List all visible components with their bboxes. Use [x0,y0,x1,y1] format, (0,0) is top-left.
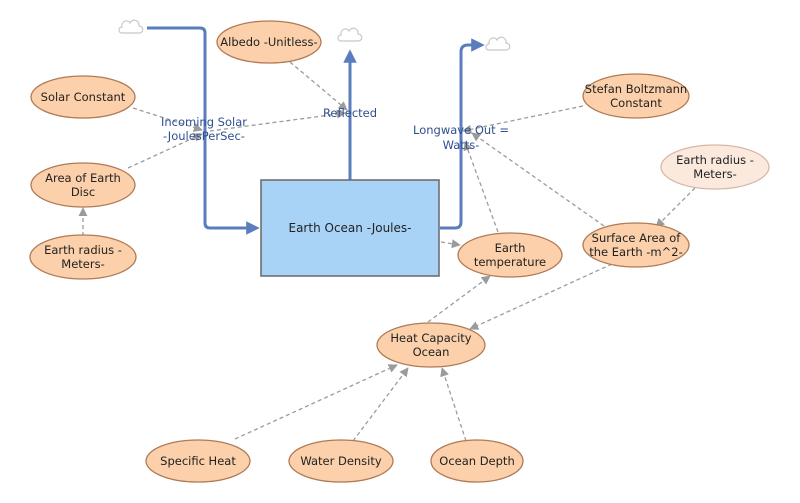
variable-surface-area[interactable]: Surface Area of the Earth -m^2- [582,222,690,268]
flow-label-line2: Watts- [443,138,480,152]
variable-label: Ocean Depth [439,454,514,468]
link-surface-to-heat-capacity [469,263,613,330]
variable-solar-constant[interactable]: Solar Constant [30,75,136,119]
variable-specific-heat[interactable]: Specific Heat [145,439,251,483]
variable-earth-radius-right-ghost[interactable]: Earth radius - Meters- [660,144,770,190]
cloud-icon [485,36,511,51]
link-specific-heat-to-heat-capacity [234,364,398,440]
variable-earth-temperature[interactable]: Earth temperature [457,232,563,278]
variable-label: Water Density [300,454,382,468]
variable-label-line2: Meters- [61,257,104,271]
variable-heat-capacity-ocean[interactable]: Heat Capacity Ocean [376,322,486,368]
link-albedo-to-reflected [289,61,348,111]
dashed-links [78,61,696,442]
cloud-icon [118,19,144,34]
variable-earth-radius-left[interactable]: Earth radius - Meters- [29,234,137,280]
variable-stefan-boltzmann[interactable]: Stefan Boltzmann Constant [582,73,690,119]
variable-label: Specific Heat [160,454,236,468]
longwave-out-pipe[interactable] [440,38,485,230]
stock-label: Earth Ocean -Joules- [289,221,412,235]
flow-label-line1: Incoming Solar [161,115,247,129]
incoming-solar-pipe[interactable] [147,26,260,235]
variable-label-line1: Stefan Boltzmann [585,82,687,96]
variable-label-line2: Meters- [693,167,736,181]
variable-albedo[interactable]: Albedo -Unitless- [216,20,322,64]
link-stock-to-temperature [440,239,461,249]
variable-area-of-earth-disc[interactable]: Area of Earth Disc [30,162,136,208]
variable-label-line2: the Earth -m^2- [589,245,682,259]
link-heat-capacity-to-temperature [427,275,491,323]
variable-water-density[interactable]: Water Density [288,439,394,483]
variable-label-line1: Surface Area of [592,231,682,245]
flow-label-line1: Longwave Out = [413,123,509,137]
variable-label: Solar Constant [41,90,126,104]
link-solar-constant-to-incoming [132,107,203,132]
flow-label-longwave-out[interactable]: Longwave Out = Watts- [413,123,509,152]
link-incoming-to-reflected [209,109,346,132]
variable-label-line1: Heat Capacity [390,331,471,345]
link-surface-area-to-longwave [471,132,605,227]
variable-label-line1: Earth radius - [676,153,754,167]
flow-label-incoming-solar[interactable]: Incoming Solar -JoulesPerSec- [161,115,247,143]
variable-label: Albedo -Unitless- [220,35,317,49]
variable-label-line1: Area of Earth [45,171,121,185]
flow-label-reflected[interactable]: Reflected [323,106,377,120]
variable-label-line2: Constant [610,96,662,110]
cloud-icon [337,27,363,42]
flow-pipes [147,26,485,235]
flow-label-line1: Reflected [323,106,377,120]
link-water-density-to-heat-capacity [352,367,409,442]
variable-label-line1: Earth [495,241,526,255]
variable-label-line2: temperature [474,255,546,269]
variable-label-line2: Disc [71,185,95,199]
variable-ocean-depth[interactable]: Ocean Depth [430,439,524,483]
variable-label-line1: Earth radius - [44,243,122,257]
link-ocean-depth-to-heat-capacity [440,367,467,442]
link-temperature-to-longwave [463,141,499,233]
link-radius-right-to-surface [655,187,696,228]
flow-label-line2: -JoulesPerSec- [163,129,245,143]
variable-label-line2: Ocean [413,345,450,359]
stock-earth-ocean[interactable]: Earth Ocean -Joules- [260,179,440,277]
